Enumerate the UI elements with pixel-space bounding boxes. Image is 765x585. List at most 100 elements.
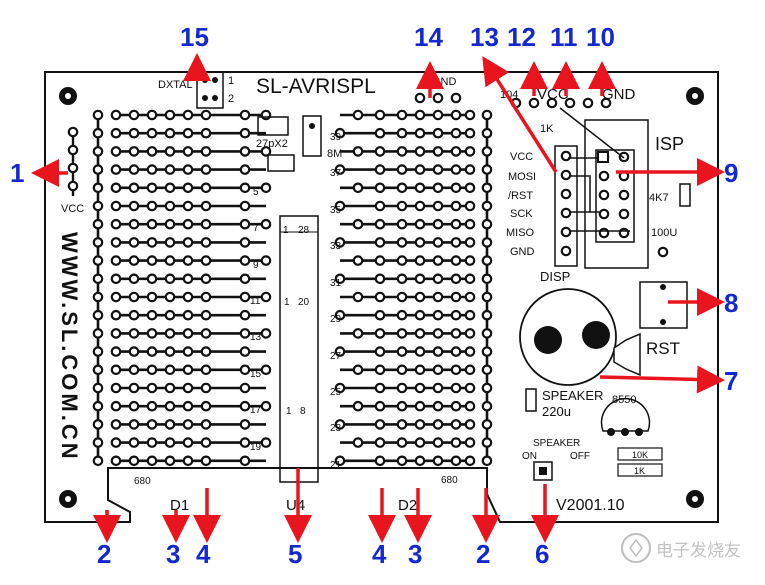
pad [110, 182, 122, 194]
pad [260, 146, 272, 157]
pad [239, 218, 251, 230]
pad [182, 218, 194, 230]
pad [128, 164, 140, 175]
ic2-pin20-label: 20 [298, 297, 310, 308]
callout-arrows [31, 53, 725, 543]
pad [92, 146, 104, 157]
pad [481, 164, 493, 175]
pad [464, 419, 476, 430]
speaker [519, 288, 641, 386]
pad [598, 227, 610, 239]
pad [396, 255, 408, 266]
pad [481, 400, 493, 412]
pad [164, 146, 176, 157]
pad [560, 207, 572, 219]
pad [598, 189, 610, 201]
pad [128, 237, 140, 248]
pad [481, 364, 493, 376]
pad [164, 346, 176, 357]
pad [414, 109, 426, 121]
pad [146, 200, 158, 212]
pin-number: 33 [330, 241, 342, 252]
pin-number: 7 [253, 223, 259, 234]
pad [200, 437, 212, 448]
pad [92, 291, 104, 303]
pad [128, 273, 140, 285]
pad [260, 291, 272, 303]
pad [200, 328, 212, 339]
pad [164, 109, 176, 121]
pad [432, 237, 444, 248]
pad [260, 218, 272, 230]
pad [182, 127, 194, 139]
isp-pin-label: SCK [510, 208, 533, 220]
ic-sockets [279, 215, 319, 483]
pin-number: 27 [330, 351, 342, 362]
pad [260, 182, 272, 194]
pad [200, 109, 212, 121]
pad [528, 97, 540, 109]
pad [334, 164, 346, 175]
pad [146, 364, 158, 376]
pad [396, 419, 408, 430]
pad [464, 346, 476, 357]
pad [618, 189, 630, 201]
pad [182, 109, 194, 121]
pad [374, 218, 386, 230]
pad [239, 200, 251, 212]
pad [618, 151, 630, 163]
pad [164, 437, 176, 448]
pad [432, 255, 444, 266]
pin-number: 21 [330, 460, 342, 471]
pad [128, 364, 140, 376]
pad [450, 182, 462, 194]
pad [128, 328, 140, 339]
pad [432, 400, 444, 412]
pad [128, 146, 140, 157]
pad [260, 328, 272, 339]
pad [110, 109, 122, 121]
pad [450, 255, 462, 266]
pad [334, 346, 346, 357]
pad [146, 164, 158, 175]
pad [374, 273, 386, 285]
pad [464, 437, 476, 448]
pad [92, 309, 104, 321]
pad [396, 346, 408, 357]
callout-1: 1 [10, 158, 24, 188]
isp-pin-label: MOSI [508, 171, 536, 183]
j1-pin1-label: 1 [228, 75, 234, 87]
pad [200, 237, 212, 248]
pad [414, 419, 426, 430]
pad [67, 180, 79, 192]
pad [464, 255, 476, 266]
pad [432, 328, 444, 339]
pad [128, 400, 140, 412]
disp-label: DISP [540, 269, 570, 284]
pad [396, 200, 408, 212]
pad [239, 291, 251, 303]
pad [128, 291, 140, 303]
pad [128, 437, 140, 448]
pad [464, 273, 476, 285]
pad [414, 273, 426, 285]
pad [481, 146, 493, 157]
pad [352, 400, 364, 412]
pad [110, 455, 122, 467]
pin-number: 19 [250, 442, 262, 453]
pad [352, 255, 364, 266]
pin-number: 9 [253, 260, 259, 271]
pin-number: 37 [330, 168, 342, 179]
pad [92, 127, 104, 139]
d1-label: D1 [170, 497, 189, 514]
callout-3-left: 3 [166, 539, 180, 569]
pad [239, 364, 251, 376]
pad [618, 227, 630, 239]
pad [182, 146, 194, 157]
pad [200, 127, 212, 139]
pad [414, 255, 426, 266]
pad [239, 182, 251, 194]
pad [239, 237, 251, 248]
pad [374, 291, 386, 303]
pad [374, 309, 386, 321]
